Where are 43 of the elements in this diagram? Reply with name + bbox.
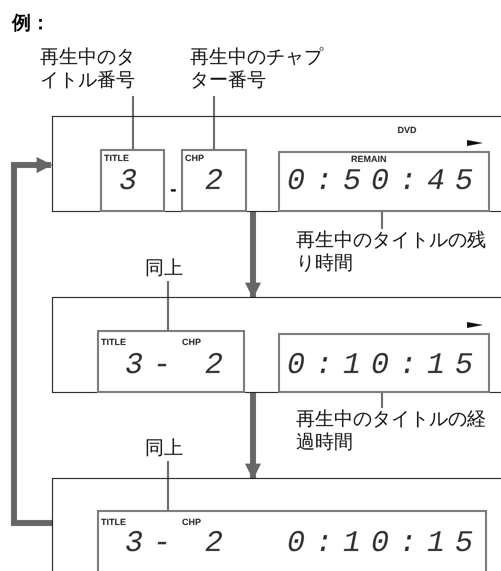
display-digits: 3 bbox=[119, 165, 148, 199]
display-panel bbox=[52, 478, 501, 571]
display-label: REMAIN bbox=[351, 154, 386, 164]
display-panel bbox=[52, 297, 501, 393]
display-label: CHP bbox=[185, 153, 204, 163]
leader-line bbox=[381, 212, 383, 229]
leader-line bbox=[381, 393, 383, 408]
callout-label: 再生中のタイトルの残り時間 bbox=[296, 229, 486, 277]
leader-line bbox=[213, 96, 215, 149]
display-digits: 3- bbox=[125, 527, 182, 561]
leader-line bbox=[132, 96, 134, 149]
display-digits: 2 bbox=[205, 527, 234, 561]
separator-dash: - bbox=[170, 180, 177, 199]
display-box bbox=[96, 510, 486, 571]
leader-line bbox=[167, 281, 169, 330]
display-box bbox=[278, 150, 490, 212]
display-digits: 0:10:15 bbox=[287, 527, 484, 561]
callout-label: 再生中のタイトルの経過時間 bbox=[296, 408, 486, 456]
display-digits: 2 bbox=[205, 349, 234, 383]
callout-label: 再生中のタイトル番号 bbox=[40, 46, 140, 96]
panel-label: DVD bbox=[398, 124, 417, 134]
callout-label: 同上 bbox=[145, 437, 195, 461]
example-label: 例： bbox=[12, 11, 50, 36]
display-label: TITLE bbox=[101, 517, 126, 527]
display-box bbox=[100, 148, 164, 212]
display-digits: 0:50:45 bbox=[287, 165, 484, 199]
callout-label: 同上 bbox=[145, 257, 195, 281]
display-digits: 0:10:15 bbox=[287, 349, 484, 383]
display-label: TITLE bbox=[104, 153, 129, 163]
display-panel bbox=[52, 116, 501, 212]
display-box bbox=[96, 330, 244, 392]
display-box bbox=[278, 332, 490, 392]
display-box bbox=[180, 148, 246, 212]
display-label: TITLE bbox=[101, 337, 126, 347]
display-digits: 3- bbox=[125, 349, 182, 383]
display-digits: 2 bbox=[205, 165, 234, 199]
flow-arrow bbox=[245, 212, 261, 299]
display-label: CHP bbox=[182, 517, 202, 527]
flow-arrow bbox=[11, 157, 53, 526]
callout-label: 再生中のチャプター番号 bbox=[190, 46, 330, 96]
display-label: CHP bbox=[182, 337, 202, 347]
flow-arrow bbox=[245, 393, 261, 480]
leader-line bbox=[167, 461, 169, 510]
